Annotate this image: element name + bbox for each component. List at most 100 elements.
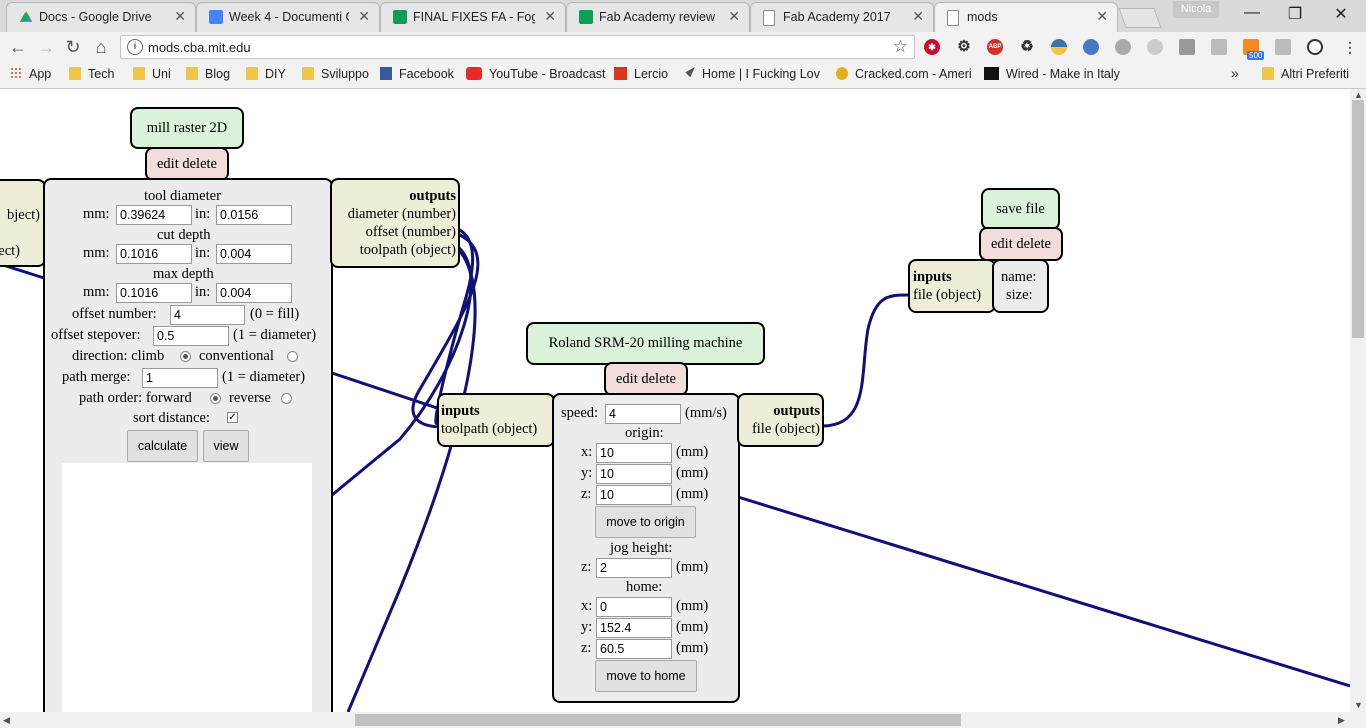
roland-title[interactable]: Roland SRM-20 milling machine: [526, 322, 765, 365]
tab-fab-academy[interactable]: Fab Academy 2017 ✕: [750, 2, 934, 32]
path-order-forward-radio[interactable]: [210, 393, 221, 404]
close-icon[interactable]: ✕: [728, 8, 740, 24]
mods-canvas[interactable]: bject) ect) mill raster 2D edit delete t…: [0, 89, 1350, 712]
info-icon[interactable]: i: [127, 39, 143, 55]
tool-diameter-mm-input[interactable]: [116, 205, 192, 225]
new-tab-button[interactable]: [1118, 8, 1162, 28]
bookmarks-overflow-button[interactable]: »: [1231, 65, 1239, 81]
lastpass-icon[interactable]: ✱: [924, 39, 940, 55]
tab-final-fixes[interactable]: FINAL FIXES FA - Fogli Google ✕: [380, 2, 566, 32]
bookmark-wired[interactable]: Wired - Make in Italy: [984, 67, 1120, 81]
menu-icon[interactable]: ⋮: [1343, 39, 1357, 55]
gear-icon[interactable]: ⚙: [957, 38, 971, 55]
profile-button[interactable]: Nicola: [1173, 1, 1219, 18]
bookmark-sviluppo[interactable]: Sviluppo: [302, 67, 369, 81]
scroll-down-icon[interactable]: ▼: [1354, 700, 1363, 710]
python-icon[interactable]: [1051, 39, 1067, 55]
path-order-reverse-radio[interactable]: [281, 393, 292, 404]
move-to-home-button[interactable]: move to home: [595, 660, 697, 692]
offset-stepover-input[interactable]: [153, 326, 229, 346]
output-file[interactable]: file (object): [751, 421, 820, 437]
calculate-button[interactable]: calculate: [127, 430, 198, 462]
block-icon[interactable]: [1307, 39, 1323, 55]
forward-icon[interactable]: →: [37, 37, 55, 57]
close-icon[interactable]: ✕: [358, 8, 370, 24]
tab-week4[interactable]: Week 4 - Documenti Google ✕: [196, 2, 380, 32]
scroll-left-icon[interactable]: ◀: [3, 715, 10, 725]
partial-module-outputs[interactable]: bject) ect): [0, 179, 46, 267]
max-depth-mm-input[interactable]: [116, 283, 192, 303]
save-edit-delete[interactable]: edit delete: [979, 227, 1063, 261]
path-merge-input[interactable]: [142, 368, 218, 388]
home-y-input[interactable]: [596, 618, 672, 638]
cut-depth-in-input[interactable]: [216, 244, 292, 264]
offset-number-input[interactable]: [170, 305, 245, 325]
folder-icon: [186, 67, 198, 80]
adblock-icon[interactable]: ABP: [987, 39, 1003, 55]
input-file[interactable]: file (object): [913, 287, 982, 303]
mill-raster-title[interactable]: mill raster 2D: [130, 107, 244, 149]
close-icon[interactable]: ✕: [912, 8, 924, 24]
view-button[interactable]: view: [203, 430, 249, 462]
recycle-icon[interactable]: ♻: [1020, 38, 1034, 55]
direction-climb-radio[interactable]: [180, 351, 191, 362]
bookmark-facebook[interactable]: Facebook: [380, 67, 454, 81]
tab-docs-drive[interactable]: Docs - Google Drive ✕: [6, 2, 196, 32]
bookmark-ifl[interactable]: Home | I Fucking Lov: [683, 67, 820, 81]
output-diameter[interactable]: diameter (number): [347, 206, 456, 222]
close-icon[interactable]: ✕: [1096, 8, 1108, 24]
bookmark-lercio[interactable]: Lercio: [614, 67, 668, 81]
page-icon: [763, 10, 775, 26]
bookmark-cracked[interactable]: Cracked.com - Ameri: [836, 67, 972, 81]
jog-z-input[interactable]: [596, 558, 672, 578]
roland-edit-delete[interactable]: edit delete: [604, 362, 688, 396]
tool-diameter-in-input[interactable]: [216, 205, 292, 225]
direction-conventional-radio[interactable]: [287, 351, 298, 362]
back-icon[interactable]: ←: [9, 37, 27, 57]
output-offset[interactable]: offset (number): [365, 224, 456, 240]
cut-depth-mm-input[interactable]: [116, 244, 192, 264]
globe-icon[interactable]: [1083, 39, 1099, 55]
tab-fab-review[interactable]: Fab Academy review - Fogli Google ✕: [566, 2, 750, 32]
address-bar[interactable]: i mods.cba.mit.edu ☆: [120, 35, 915, 59]
scroll-right-icon[interactable]: ▶: [1338, 715, 1345, 725]
origin-y-input[interactable]: [596, 464, 672, 484]
scroll-up-icon[interactable]: ▲: [1354, 90, 1363, 100]
save-inputs-panel: inputs file (object): [908, 259, 996, 313]
speed-input[interactable]: [605, 404, 681, 424]
home-icon[interactable]: ⌂: [95, 37, 107, 57]
drive-icon[interactable]: [1179, 39, 1195, 55]
bookmark-blog[interactable]: Blog: [186, 67, 230, 81]
star-icon[interactable]: ☆: [892, 37, 908, 56]
output-toolpath[interactable]: toolpath (object): [359, 242, 456, 258]
reload-icon[interactable]: ↻: [65, 37, 81, 57]
pdf-icon[interactable]: [1275, 39, 1291, 55]
close-icon[interactable]: ✕: [544, 8, 556, 24]
max-depth-in-input[interactable]: [216, 283, 292, 303]
bookmark-app[interactable]: App: [10, 67, 51, 81]
bookmark-tech[interactable]: Tech: [69, 67, 114, 81]
home-z-input[interactable]: [596, 639, 672, 659]
restore-icon[interactable]: ❐: [1287, 6, 1303, 23]
minimize-icon[interactable]: —: [1244, 4, 1260, 21]
face-icon[interactable]: [1147, 39, 1163, 55]
close-window-icon[interactable]: ✕: [1334, 6, 1348, 23]
move-to-origin-button[interactable]: move to origin: [595, 506, 696, 538]
origin-x-input[interactable]: [596, 443, 672, 463]
mill-edit-delete[interactable]: edit delete: [145, 147, 229, 181]
bookmark-diy[interactable]: DIY: [246, 67, 286, 81]
close-icon[interactable]: ✕: [174, 8, 186, 24]
origin-z-input[interactable]: [596, 485, 672, 505]
ghost-icon[interactable]: [1115, 39, 1131, 55]
puzzle-icon[interactable]: [1211, 39, 1227, 55]
vertical-scroll-thumb[interactable]: [1352, 100, 1364, 338]
home-x-input[interactable]: [596, 597, 672, 617]
bookmark-youtube[interactable]: YouTube - Broadcast: [466, 67, 606, 81]
horizontal-scroll-thumb[interactable]: [355, 714, 961, 726]
tab-mods[interactable]: mods ✕: [934, 2, 1118, 33]
bookmark-uni[interactable]: Uni: [133, 67, 171, 81]
input-toolpath[interactable]: toolpath (object): [441, 421, 538, 437]
other-bookmarks[interactable]: Altri Preferiti: [1262, 67, 1349, 81]
sort-distance-checkbox[interactable]: ✓: [227, 412, 238, 423]
save-file-title[interactable]: save file: [981, 188, 1060, 230]
